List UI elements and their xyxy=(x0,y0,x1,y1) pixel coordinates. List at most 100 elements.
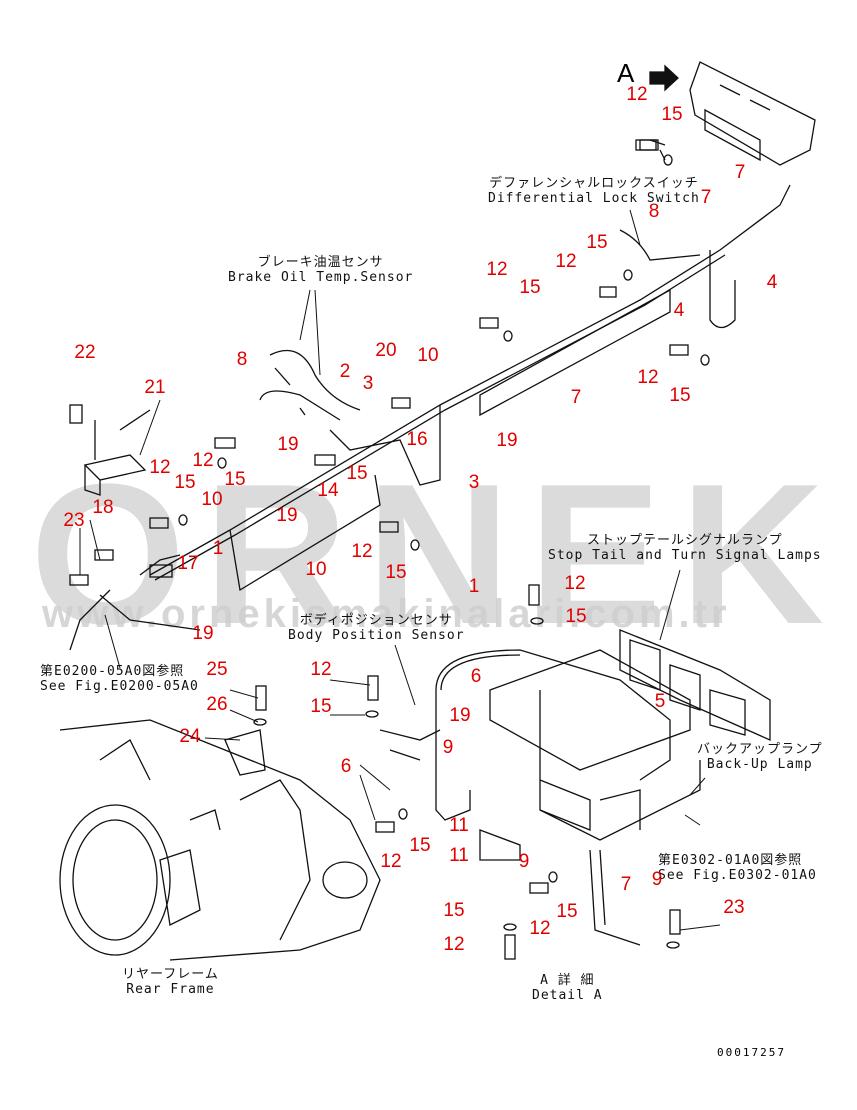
watermark-url: www.ornekismakinalari.com.tr xyxy=(42,592,731,636)
callout-12: 12 xyxy=(637,367,659,388)
callout-15: 15 xyxy=(556,901,578,922)
callout-8: 8 xyxy=(236,349,248,370)
callout-15: 15 xyxy=(409,835,431,856)
callout-12: 12 xyxy=(380,851,402,872)
callout-19: 19 xyxy=(192,623,214,644)
callout-10: 10 xyxy=(305,559,327,580)
callout-11: 11 xyxy=(449,815,469,836)
callout-1: 1 xyxy=(468,576,480,597)
callout-12: 12 xyxy=(626,84,648,105)
callout-12: 12 xyxy=(149,457,171,478)
callout-12: 12 xyxy=(555,251,577,272)
callout-7: 7 xyxy=(734,162,746,183)
callout-4: 4 xyxy=(766,272,778,293)
label-jp: リヤーフレーム xyxy=(122,967,219,982)
callout-4: 4 xyxy=(673,300,685,321)
callout-11: 11 xyxy=(449,845,469,866)
callout-14: 14 xyxy=(317,480,339,501)
rear-frame xyxy=(59,719,381,961)
bracket-21 xyxy=(83,454,147,496)
callout-10: 10 xyxy=(201,489,223,510)
callout-12: 12 xyxy=(564,573,586,594)
callout-3: 3 xyxy=(362,373,374,394)
label-en: Stop Tail and Turn Signal Lamps xyxy=(548,548,822,563)
callout-9: 9 xyxy=(651,869,663,890)
callout-8: 8 xyxy=(648,201,660,222)
callout-25: 25 xyxy=(206,659,228,680)
callout-9: 9 xyxy=(442,737,454,758)
callout-15: 15 xyxy=(224,469,246,490)
label-jp: A 詳 細 xyxy=(540,973,595,988)
callout-19: 19 xyxy=(277,434,299,455)
callout-6: 6 xyxy=(470,666,482,687)
callout-23: 23 xyxy=(63,510,85,531)
callout-19: 19 xyxy=(449,705,471,726)
view-arrow xyxy=(649,64,679,92)
callout-15: 15 xyxy=(385,562,407,583)
callout-20: 20 xyxy=(375,340,397,361)
label-jp: 第E0302-01A0図参照 xyxy=(658,853,803,868)
callout-15: 15 xyxy=(669,385,691,406)
label-jp: ボディポジションセンサ xyxy=(299,613,453,628)
callout-9: 9 xyxy=(518,851,530,872)
callout-16: 16 xyxy=(406,429,428,450)
callout-10: 10 xyxy=(417,345,439,366)
callout-15: 15 xyxy=(565,606,587,627)
callout-15: 15 xyxy=(310,696,332,717)
watermark-logo: ORNEK xyxy=(30,443,843,666)
label-en: See Fig.E0302-01A0 xyxy=(658,868,817,883)
callout-15: 15 xyxy=(519,277,541,298)
label-jp: デファレンシャルロックスイッチ xyxy=(489,176,699,191)
main-harness xyxy=(149,184,791,576)
callout-12: 12 xyxy=(351,541,373,562)
callout-18: 18 xyxy=(92,497,114,518)
callout-21: 21 xyxy=(144,377,166,398)
harness-cover xyxy=(479,288,671,417)
callout-3: 3 xyxy=(468,472,480,493)
callout-12: 12 xyxy=(192,450,214,471)
callout-1: 1 xyxy=(212,538,224,559)
callout-12: 12 xyxy=(310,659,332,680)
callout-7: 7 xyxy=(570,387,582,408)
callout-12: 12 xyxy=(529,918,551,939)
callout-15: 15 xyxy=(174,472,196,493)
label-en: Detail A xyxy=(532,988,603,1003)
callout-15: 15 xyxy=(586,232,608,253)
callout-24: 24 xyxy=(179,726,201,747)
callout-15: 15 xyxy=(661,104,683,125)
view-marker-a: A xyxy=(617,58,635,88)
label-en: Differential Lock Switch xyxy=(488,191,700,206)
label-jp: バックアップランプ xyxy=(697,742,823,757)
callout-19: 19 xyxy=(496,430,518,451)
label-jp: 第E0200-05A0図参照 xyxy=(40,664,185,679)
callout-15: 15 xyxy=(443,900,465,921)
callout-15: 15 xyxy=(346,463,368,484)
callout-6: 6 xyxy=(340,756,352,777)
label-jp: ストップテールシグナルランプ xyxy=(587,533,783,548)
label-en: Brake Oil Temp.Sensor xyxy=(228,270,414,285)
leader-lines xyxy=(79,209,721,931)
label-en: See Fig.E0200-05A0 xyxy=(40,679,199,694)
detail-a-assembly xyxy=(379,629,771,946)
top-lamp-housing xyxy=(689,61,816,166)
callout-22: 22 xyxy=(74,342,96,363)
label-jp: ブレーキ油温センサ xyxy=(257,255,384,270)
callout-23: 23 xyxy=(723,897,745,918)
callout-7: 7 xyxy=(700,187,712,208)
callout-5: 5 xyxy=(654,691,666,712)
label-en: Body Position Sensor xyxy=(288,628,465,643)
callout-7: 7 xyxy=(620,874,632,895)
label-en: Rear Frame xyxy=(126,982,215,997)
callout-12: 12 xyxy=(486,259,508,280)
document-number: 00017257 xyxy=(717,1046,786,1059)
